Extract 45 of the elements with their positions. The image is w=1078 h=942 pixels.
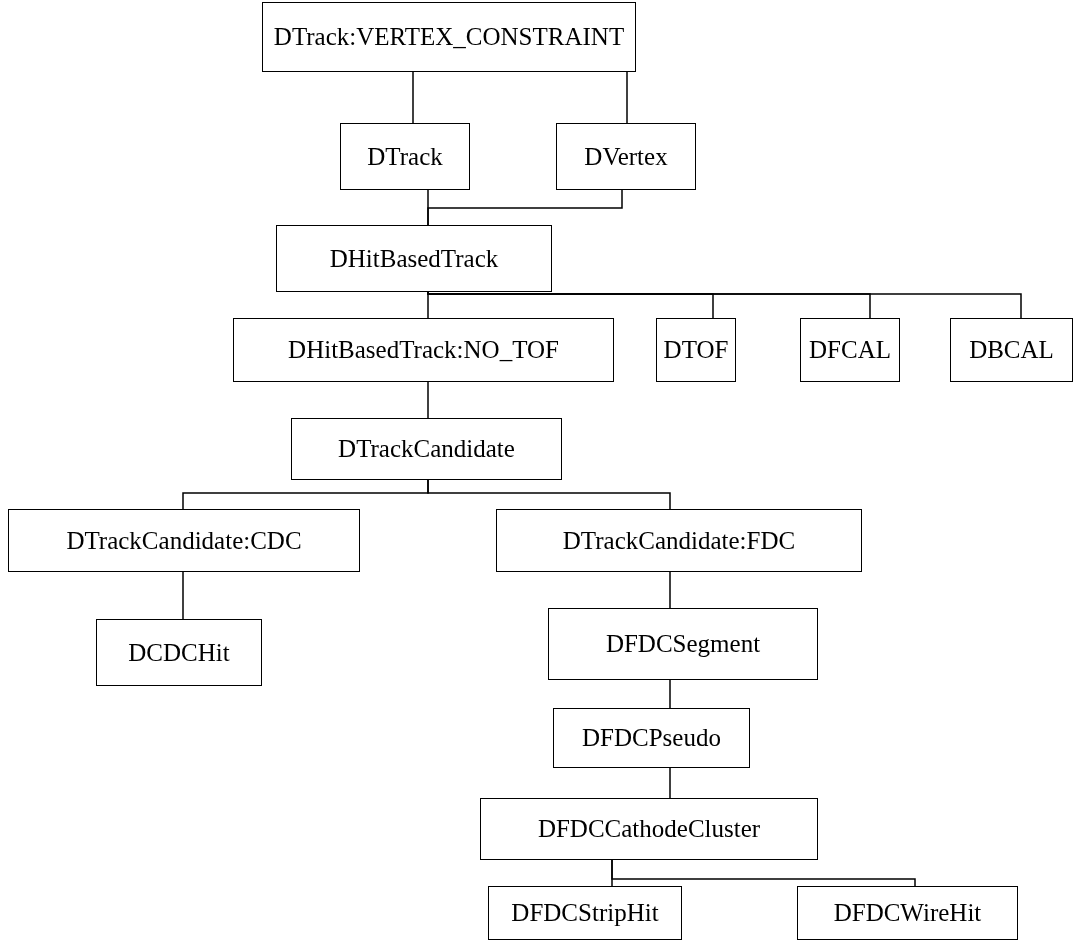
class-name: DTrackCandidate:FDC (562, 526, 796, 555)
class-name: DTrackCandidate (338, 435, 515, 463)
class-box (797, 886, 1018, 940)
connector-line (669, 679, 671, 709)
class-name: DFDCWireHit (833, 899, 982, 927)
connector-line (427, 291, 1022, 319)
class-box (233, 318, 614, 382)
class-name: DTrackCandidate:CDC (66, 526, 302, 555)
class-name: DTrack (367, 142, 443, 171)
connector-line (626, 71, 628, 124)
class-box (553, 708, 750, 768)
class-name: DBCAL (969, 336, 1054, 364)
class-name: DVertex (584, 142, 668, 171)
class-name: DFDCStripHit (511, 899, 659, 927)
connector-line (427, 479, 671, 510)
class-box (800, 318, 900, 382)
class-box (950, 318, 1073, 382)
class-name: DFCAL (809, 336, 891, 364)
class-name: DTOF (663, 336, 729, 364)
connector-line (669, 767, 671, 799)
class-name: DFDCPseudo (582, 724, 721, 752)
class-box (8, 509, 360, 572)
class-name: DHitBasedTrack (329, 244, 499, 273)
class-name: DFDCSegment (605, 630, 761, 658)
class-box (262, 2, 636, 72)
class-name: DHitBasedTrack:NO_TOF (288, 336, 559, 364)
class-box (556, 123, 696, 190)
class-name: DTrack:VERTEX_CONSTRAINT (273, 23, 625, 51)
class-box (96, 619, 262, 686)
class-box (480, 798, 818, 860)
connector-line (427, 189, 623, 226)
class-name: DFDCCathodeCluster (537, 815, 761, 843)
connector-line (611, 859, 916, 887)
class-box (276, 225, 552, 292)
class-box (488, 886, 682, 940)
connector-line (669, 571, 671, 609)
connector-line (412, 71, 414, 124)
connector-line (427, 381, 429, 419)
connector-line (182, 571, 184, 620)
class-box (291, 418, 562, 480)
class-box (656, 318, 736, 382)
class-name: DCDCHit (128, 638, 230, 667)
class-box (496, 509, 862, 572)
class-box (340, 123, 470, 190)
class-box (548, 608, 818, 680)
